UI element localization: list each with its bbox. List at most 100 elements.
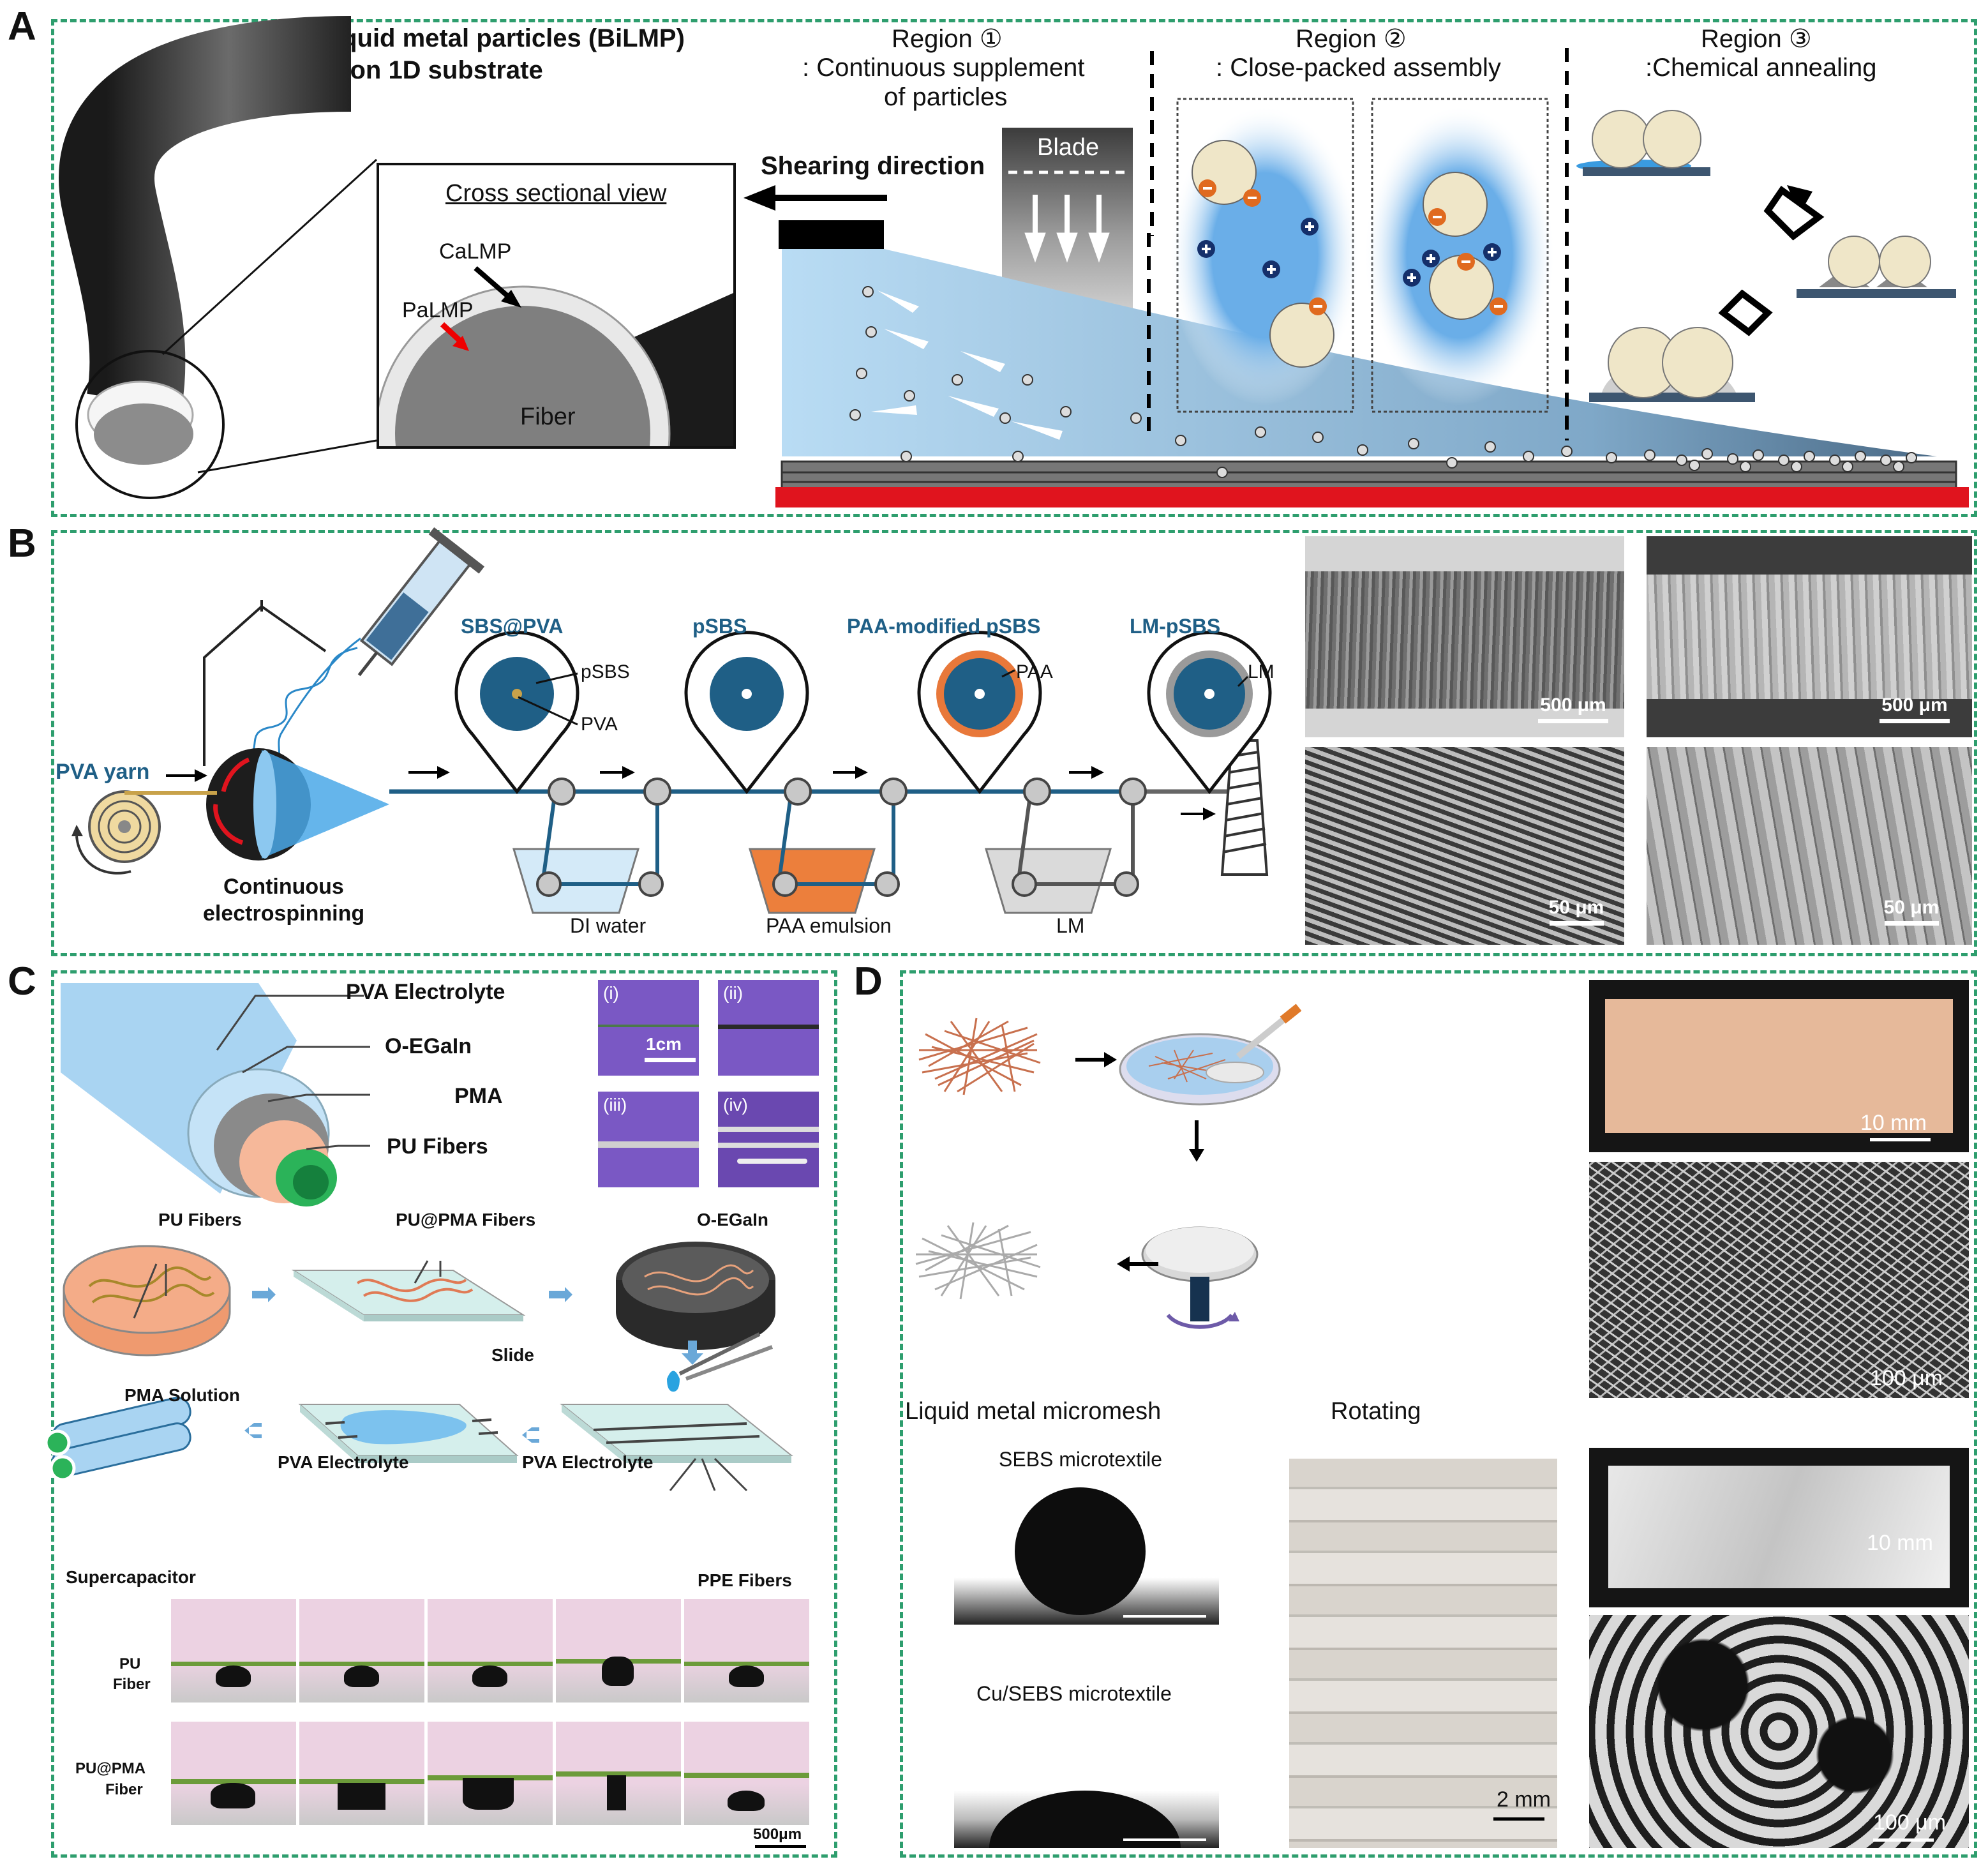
photo-iv-label: (iv)	[723, 1095, 748, 1115]
fiber-label: Fiber	[520, 403, 576, 430]
panel-d-label: D	[854, 959, 883, 1003]
sb-100um-b-bar	[1873, 1838, 1934, 1842]
pu-fibers-step-label: PU Fibers	[158, 1210, 242, 1229]
stage-lm-psbs: LM-pSBS	[1130, 615, 1221, 638]
region1-title: Region ①	[892, 25, 1003, 53]
sb-100um-b: 100 μm	[1873, 1810, 1947, 1835]
panel-a-label: A	[8, 4, 36, 49]
cross-section-title: Cross sectional view	[445, 180, 667, 207]
o-egain-step-label: O-EGaIn	[697, 1210, 769, 1229]
stage-psbs: pSBS	[692, 615, 747, 638]
sb-10mm-a-bar	[1870, 1138, 1931, 1141]
region2-assembly	[1169, 98, 1555, 413]
electrospinning-illustration	[71, 527, 485, 875]
panel-c-label: C	[8, 959, 36, 1003]
sb-b4: 50 μm	[1880, 897, 1943, 926]
continuous-label-1: Continuous	[223, 875, 344, 899]
micromesh-process	[915, 1003, 1302, 1329]
panel-d-frame	[900, 970, 1977, 1858]
sb-b3: 50 μm	[1544, 897, 1608, 926]
layer-o-egain: O-EGaIn	[385, 1034, 472, 1058]
stage-paa-psbs: PAA-modified pSBS	[847, 615, 1041, 638]
sem-lm-mesh	[1589, 1615, 1969, 1848]
photo-iii	[598, 1092, 699, 1187]
cu-sebs-label: Cu/SEBS microtextile	[976, 1682, 1172, 1705]
ppe-fibers-label: PPE Fibers	[698, 1570, 792, 1590]
droplet-photo-grid	[171, 1599, 809, 1835]
layer-pu-fibers: PU Fibers	[387, 1134, 488, 1159]
panel-b-frame	[51, 530, 1977, 956]
sem-psbs-low	[1305, 536, 1624, 737]
sb-2mm: 2 mm	[1497, 1787, 1551, 1812]
sb-100um-a: 100 μm	[1870, 1366, 1943, 1390]
supercapacitor-label: Supercapacitor	[66, 1567, 196, 1587]
layer-pva-electrolyte: PVA Electrolyte	[346, 980, 505, 1004]
sb-b1: 500 μm	[1535, 695, 1611, 723]
panel-c-frame	[51, 970, 837, 1858]
process-line	[389, 739, 1269, 914]
palmp-label: PaLMP	[402, 298, 474, 322]
slide-label: Slide	[491, 1345, 534, 1365]
photo-ii-label: (ii)	[723, 983, 744, 1003]
panel-b-label: B	[8, 522, 36, 566]
lm-callout: LM	[1248, 661, 1274, 682]
sb-10mm-b: 10 mm	[1867, 1531, 1933, 1555]
calmp-arrow	[474, 266, 521, 308]
shearing-scene	[775, 48, 1969, 507]
pva-yarn-arrow	[166, 769, 207, 782]
region1-desc1: : Continuous supplement	[802, 54, 1085, 82]
layer-leaders	[216, 995, 370, 1150]
region-divider-1	[1150, 51, 1154, 236]
pva-callout: PVA	[581, 714, 618, 735]
pva-yarn-label: PVA yarn	[56, 760, 150, 784]
row1-label-b: Fiber	[113, 1676, 151, 1693]
stripe-pattern-photo	[1289, 1459, 1557, 1848]
photo-iv	[718, 1092, 819, 1187]
pva-electrolyte-step-a: PVA Electrolyte	[278, 1452, 409, 1472]
paa-callout: PAA	[1016, 661, 1053, 682]
micromesh-label: Liquid metal micromesh	[905, 1398, 1162, 1425]
fiber-layers-illustration	[61, 983, 337, 1206]
sb-b2: 500 μm	[1876, 695, 1953, 723]
calmp-label: CaLMP	[439, 239, 512, 264]
region3-title: Region ③	[1701, 25, 1812, 53]
photo-ii	[718, 980, 819, 1076]
photo-iii-label: (iii)	[603, 1095, 627, 1115]
panel-a-frame	[51, 19, 1977, 517]
region3-desc: :Chemical annealing	[1645, 54, 1877, 82]
region2-title: Region ②	[1296, 25, 1407, 53]
row2-label-b: Fiber	[105, 1781, 143, 1798]
fiber-illustration	[59, 16, 378, 499]
rotating-label: Rotating	[1331, 1398, 1421, 1425]
sb-2mm-bar	[1493, 1817, 1544, 1821]
shearing-arrow	[744, 185, 887, 211]
bath-lm: LM	[1056, 914, 1085, 937]
pva-electrolyte-step-b: PVA Electrolyte	[522, 1452, 654, 1472]
sebs-contact-angle-photo	[954, 1468, 1219, 1625]
sem-copper-mesh	[1589, 1162, 1969, 1398]
region2-desc: : Close-packed assembly	[1216, 54, 1501, 82]
sb-1cm: 1cm	[646, 1034, 682, 1054]
sebs-label: SEBS microtextile	[999, 1448, 1163, 1471]
photo-i-label: (i)	[603, 983, 619, 1003]
copper-textile-photo	[1589, 980, 1969, 1152]
region1-desc2: of particles	[884, 83, 1008, 111]
sb-500um-bar	[755, 1845, 806, 1848]
sb-1cm-bar	[645, 1058, 696, 1062]
psbs-callout: pSBS	[581, 661, 630, 682]
sem-lm-psbs-high	[1647, 747, 1972, 945]
pma-solution-label: PMA Solution	[124, 1385, 240, 1405]
fabrication-steps	[44, 1242, 793, 1492]
palmp-arrow	[440, 322, 469, 351]
row1-label-a: PU	[119, 1655, 141, 1672]
bath-di-water: DI water	[570, 914, 646, 937]
cu-sebs-contact-angle-photo	[954, 1704, 1219, 1848]
sem-psbs-high	[1305, 747, 1624, 945]
blade-label: Blade	[1037, 134, 1100, 161]
stage-pins	[454, 631, 1272, 795]
continuous-label-2: electrospinning	[203, 901, 365, 926]
bath-paa-emulsion: PAA emulsion	[766, 914, 892, 937]
shearing-direction-label: Shearing direction	[761, 152, 985, 180]
region3-annealing	[1576, 110, 1956, 402]
sb-500um: 500μm	[753, 1826, 802, 1843]
